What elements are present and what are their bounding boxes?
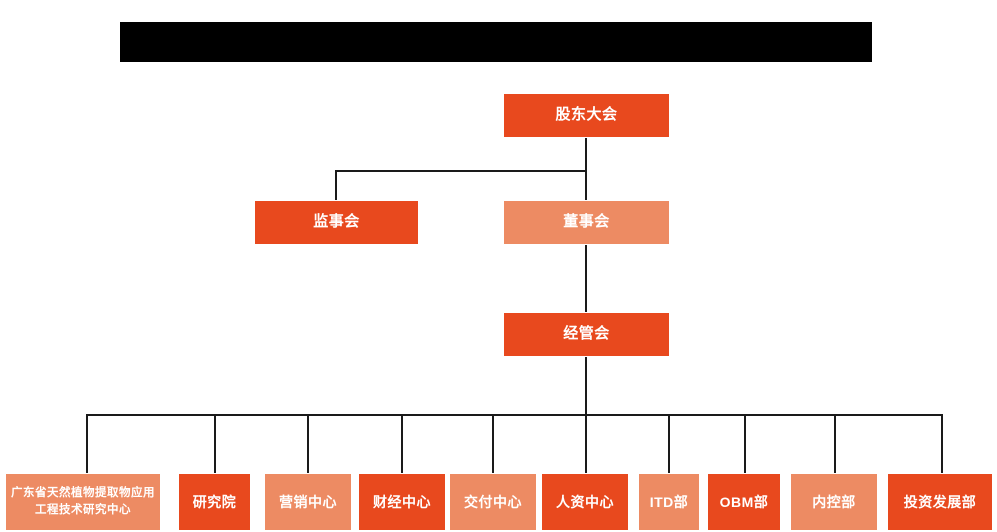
node-hr-center-label: 人资中心 [556, 493, 614, 510]
node-shareholders-meeting[interactable]: 股东大会 [503, 93, 670, 138]
node-management-committee-label: 经管会 [563, 325, 610, 343]
node-obm-department-label: OBM部 [719, 493, 769, 510]
connector-drop-hr [585, 414, 587, 473]
node-shareholders-meeting-label: 股东大会 [555, 106, 618, 124]
node-management-committee[interactable]: 经管会 [503, 312, 670, 357]
connector-level1-bus [335, 170, 587, 172]
connector-management-down [585, 357, 587, 415]
node-board-of-supervisors[interactable]: 监事会 [254, 200, 419, 245]
node-delivery-center-label: 交付中心 [464, 493, 522, 510]
connector-drop-internal-control [834, 414, 836, 473]
connector-drop-institute [214, 414, 216, 473]
connector-drop-investment [941, 414, 943, 473]
node-internal-control-department[interactable]: 内控部 [790, 473, 878, 531]
connector-shareholders-down [585, 138, 587, 171]
node-investment-development-department[interactable]: 投资发展部 [887, 473, 993, 531]
node-internal-control-department-label: 内控部 [812, 493, 856, 510]
node-marketing-center-label: 营销中心 [279, 493, 337, 510]
redacted-title-bar [120, 22, 872, 62]
node-board-of-directors-label: 董事会 [563, 213, 610, 231]
connector-drop-research-center [86, 414, 88, 473]
connector-to-board [585, 170, 587, 200]
node-investment-development-department-label: 投资发展部 [903, 493, 977, 510]
node-finance-center[interactable]: 财经中心 [358, 473, 446, 531]
node-board-of-supervisors-label: 监事会 [313, 213, 360, 231]
node-guangdong-research-center[interactable]: 广东省天然植物提取物应用工程技术研究中心 [5, 473, 161, 531]
connector-board-to-management [585, 245, 587, 312]
connector-drop-marketing [307, 414, 309, 473]
connector-drop-finance [401, 414, 403, 473]
node-hr-center[interactable]: 人资中心 [541, 473, 629, 531]
node-institute[interactable]: 研究院 [178, 473, 251, 531]
redacted-title-text [120, 22, 872, 62]
node-itd-department[interactable]: ITD部 [638, 473, 700, 531]
node-board-of-directors[interactable]: 董事会 [503, 200, 670, 245]
connector-department-bus [86, 414, 943, 416]
connector-drop-itd [668, 414, 670, 473]
node-guangdong-research-center-label: 广东省天然植物提取物应用工程技术研究中心 [11, 486, 155, 516]
connector-drop-delivery [492, 414, 494, 473]
connector-drop-obm [744, 414, 746, 473]
node-finance-center-label: 财经中心 [373, 493, 431, 510]
connector-to-supervisors [335, 170, 337, 200]
node-obm-department[interactable]: OBM部 [707, 473, 781, 531]
node-institute-label: 研究院 [192, 493, 237, 510]
node-marketing-center[interactable]: 营销中心 [264, 473, 352, 531]
node-itd-department-label: ITD部 [649, 493, 689, 510]
node-delivery-center[interactable]: 交付中心 [449, 473, 537, 531]
